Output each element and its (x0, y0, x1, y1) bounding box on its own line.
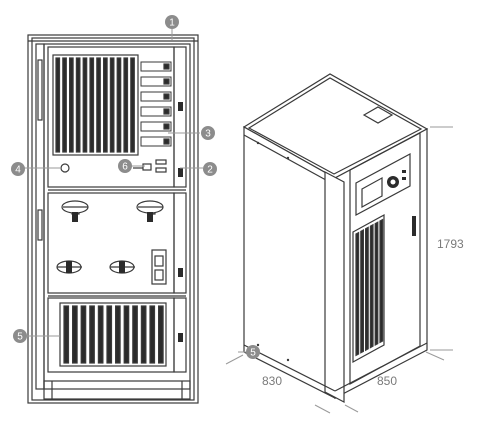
vent-slat (132, 305, 138, 364)
vent-slat (114, 305, 121, 364)
vent-slat (75, 57, 81, 153)
callout-badge-2: 2 (203, 162, 217, 176)
callout-badge-3: 3 (201, 126, 215, 140)
vent-slat (80, 305, 87, 364)
control-switch (142, 163, 152, 171)
door-handle (412, 216, 416, 236)
breaker (140, 76, 172, 87)
breaker-toggle (163, 63, 170, 70)
callout-badge-3-label: 3 (205, 129, 211, 140)
vent-slat (55, 57, 61, 153)
vent-slat (123, 57, 129, 153)
upper-vent-slats (55, 57, 135, 153)
vent-slat (68, 57, 74, 153)
dimension-depth: 830 (262, 374, 282, 388)
vent-slat (109, 57, 115, 153)
callout-badge-1: 1 (165, 15, 179, 29)
callout-badge-6: 6 (118, 159, 132, 173)
latch-lower (178, 268, 183, 277)
front-view (27, 34, 199, 404)
rotary-switch-1 (61, 200, 89, 222)
vent-slat (374, 221, 379, 347)
vent-slat (360, 228, 364, 354)
breaker-toggle (163, 78, 170, 85)
vent-slat (89, 305, 95, 364)
callout-badge-5b-label: 5 (250, 348, 256, 359)
latch-upper (178, 102, 183, 111)
breaker-toggle (163, 108, 170, 115)
vent-slat (140, 305, 147, 364)
vent-slat (63, 305, 70, 364)
callout-badge-1-label: 1 (169, 18, 175, 29)
breaker (140, 91, 172, 102)
top-access-hatch (362, 106, 394, 124)
callout-badge-5b: 5 (246, 345, 260, 359)
vent-slat (71, 305, 78, 364)
vent-slat (102, 57, 108, 153)
vent-slat (365, 226, 369, 352)
callout-badge-4-label: 4 (15, 165, 21, 176)
breaker (140, 106, 172, 117)
vent-slat (130, 57, 135, 153)
callout-badge-6-label: 6 (122, 162, 128, 173)
breaker-toggle (163, 93, 170, 100)
callout-badge-2-label: 2 (207, 165, 213, 176)
latch-bottom (178, 333, 183, 342)
vent-slat (62, 57, 67, 153)
vent-slat (82, 57, 88, 153)
vent-slat (123, 305, 130, 364)
callout-badge-5-label: 5 (17, 332, 23, 343)
rotary-switch-4 (109, 260, 135, 274)
fuse-holder (151, 249, 167, 285)
callout-leaders (20, 29, 203, 337)
rotary-switch-3 (56, 260, 82, 274)
lcd-screen (361, 176, 383, 209)
latch-middle (178, 168, 183, 177)
cabinet-base (43, 380, 191, 400)
vent-slat (149, 305, 156, 364)
vent-slat (355, 231, 360, 357)
callout-badge-4: 4 (11, 162, 25, 176)
vent-slat (116, 57, 122, 153)
vent-slat (158, 305, 164, 364)
dimension-width: 850 (377, 374, 397, 388)
vent-slat (379, 218, 384, 344)
breaker (140, 121, 172, 132)
breaker-toggle (163, 138, 170, 145)
vent-slat (89, 57, 95, 153)
vent-slat (369, 223, 374, 349)
front-vent-slats (355, 218, 384, 357)
vent-slat (97, 305, 104, 364)
breaker (140, 136, 172, 147)
vent-slat (96, 57, 101, 153)
breaker-stack (140, 61, 172, 147)
lower-vent-slats (63, 305, 164, 364)
isometric-view (242, 73, 429, 403)
rotary-switch-2 (136, 200, 164, 222)
breaker-toggle (163, 123, 170, 130)
callout-badge-5: 5 (13, 329, 27, 343)
dimension-height: 1793 (437, 237, 464, 251)
breaker (140, 61, 172, 72)
vent-slat (106, 305, 113, 364)
